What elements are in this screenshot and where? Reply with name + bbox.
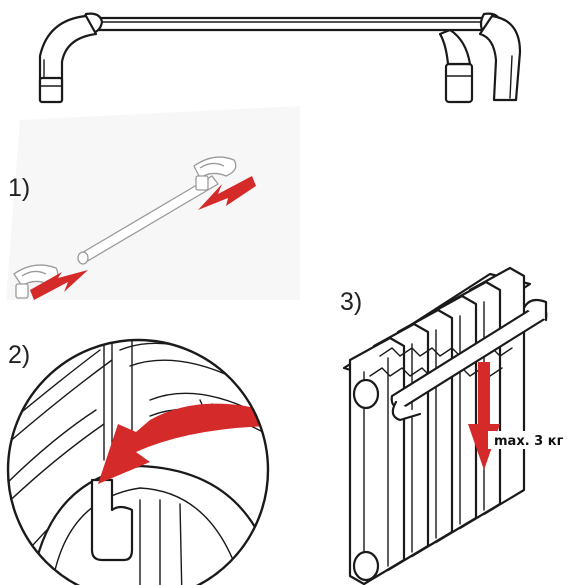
towel-rod bbox=[77, 175, 219, 265]
hook-insert-arrow bbox=[98, 403, 268, 484]
insertion-arrow-lower bbox=[30, 270, 88, 300]
detail-view bbox=[8, 340, 268, 585]
detail-circle bbox=[6, 338, 270, 585]
step-1-label: 1) bbox=[8, 174, 30, 202]
step-1-panel: 1) bbox=[6, 106, 300, 300]
step-2-panel: 2) bbox=[6, 338, 270, 585]
load-note: max. 3 кг bbox=[494, 434, 564, 449]
step-3-label: 3) bbox=[340, 288, 362, 316]
mounting-bracket-upper bbox=[193, 156, 237, 191]
step-2-label: 2) bbox=[8, 341, 30, 369]
radiator bbox=[342, 266, 548, 585]
load-note-bg bbox=[488, 431, 570, 449]
towel-bar-assembled bbox=[38, 12, 522, 104]
step-3-panel: 3) bbox=[340, 266, 570, 585]
insertion-arrow-upper bbox=[198, 176, 256, 210]
